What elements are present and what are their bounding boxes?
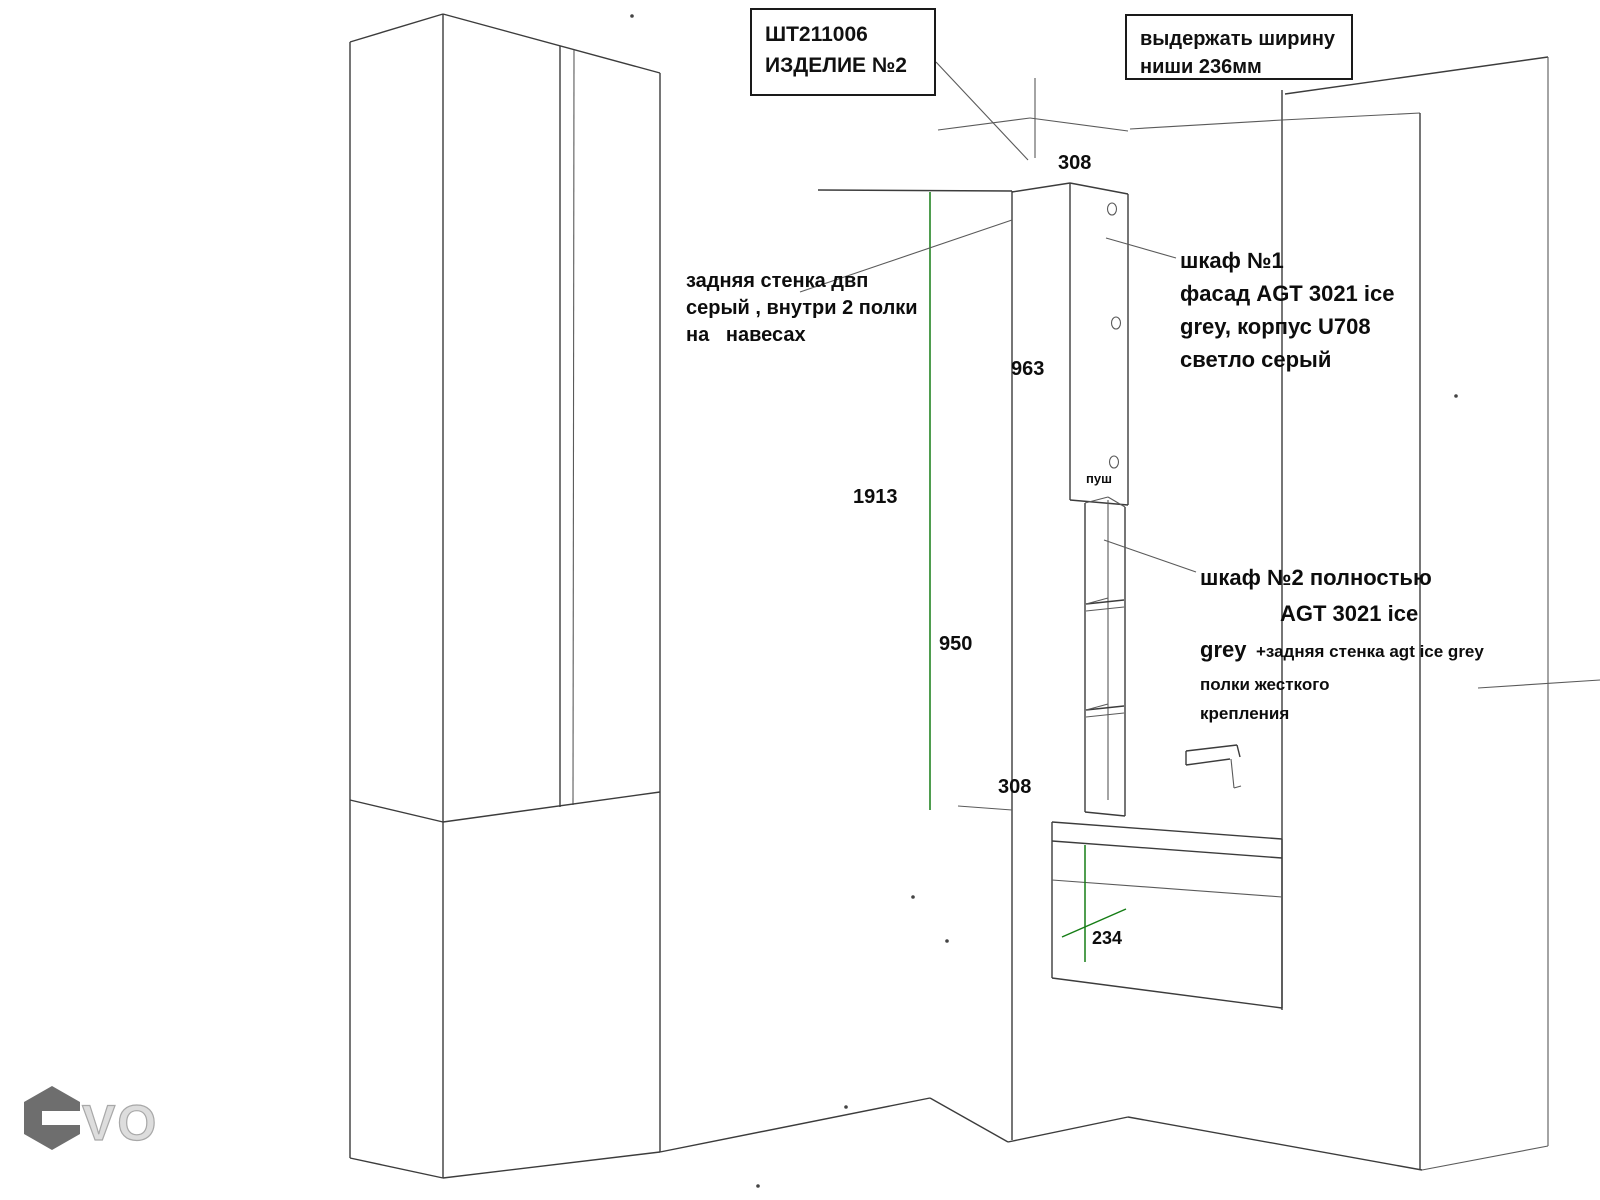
title-product: ИЗДЕЛИЕ №2	[765, 54, 907, 77]
stray-marks	[630, 14, 1458, 1188]
niche-note-line1: выдержать ширину	[1140, 28, 1336, 50]
cabinet2-note: шкаф №2 полностью AGT 3021 ice grey +зад…	[1200, 565, 1484, 723]
dim-lower-height: 950	[939, 633, 973, 655]
leader-lines	[799, 219, 1197, 573]
dim-upper-height: 963	[1011, 358, 1045, 380]
dim-total-height: 1913	[853, 486, 898, 508]
floor-lines	[659, 1097, 1549, 1171]
evo-logo-letters: VO	[82, 1095, 158, 1151]
niche-wall	[817, 61, 1129, 1140]
dimension-lines	[929, 192, 1127, 962]
cabinet2-backwall: +задняя стенка agt ice grey	[1255, 642, 1484, 661]
dim-niche-width-top: 308	[1058, 152, 1092, 174]
faucet	[1185, 744, 1242, 789]
evo-logo-icon	[24, 1086, 80, 1150]
title-code: ШТ211006	[765, 23, 868, 46]
dim-vanity-depth: 234	[1092, 928, 1123, 948]
cabinet1-note: шкаф №1 фасад AGT 3021 ice grey, корпус …	[1180, 248, 1395, 372]
left-wardrobe-lower	[349, 792, 661, 1179]
dim-niche-width-bottom: 308	[998, 776, 1032, 798]
cabinet2-shelves	[1084, 496, 1126, 817]
left-wardrobe-upper	[349, 13, 661, 823]
niche-width-note: выдержать ширину ниши 236мм	[1125, 14, 1353, 80]
back-wall-note: задняя стенка двп серый , внутри 2 полки…	[686, 270, 918, 346]
evo-logo: VO	[24, 1086, 158, 1152]
vanity-unit	[1051, 821, 1283, 1009]
push-label: пуш	[1086, 471, 1112, 486]
niche-note-line2: ниши 236мм	[1140, 56, 1262, 78]
title-block: ШТ211006 ИЗДЕЛИЕ №2	[750, 8, 936, 96]
cabinet2-grey: grey	[1200, 637, 1247, 662]
cabinet1-upper	[1011, 182, 1129, 506]
